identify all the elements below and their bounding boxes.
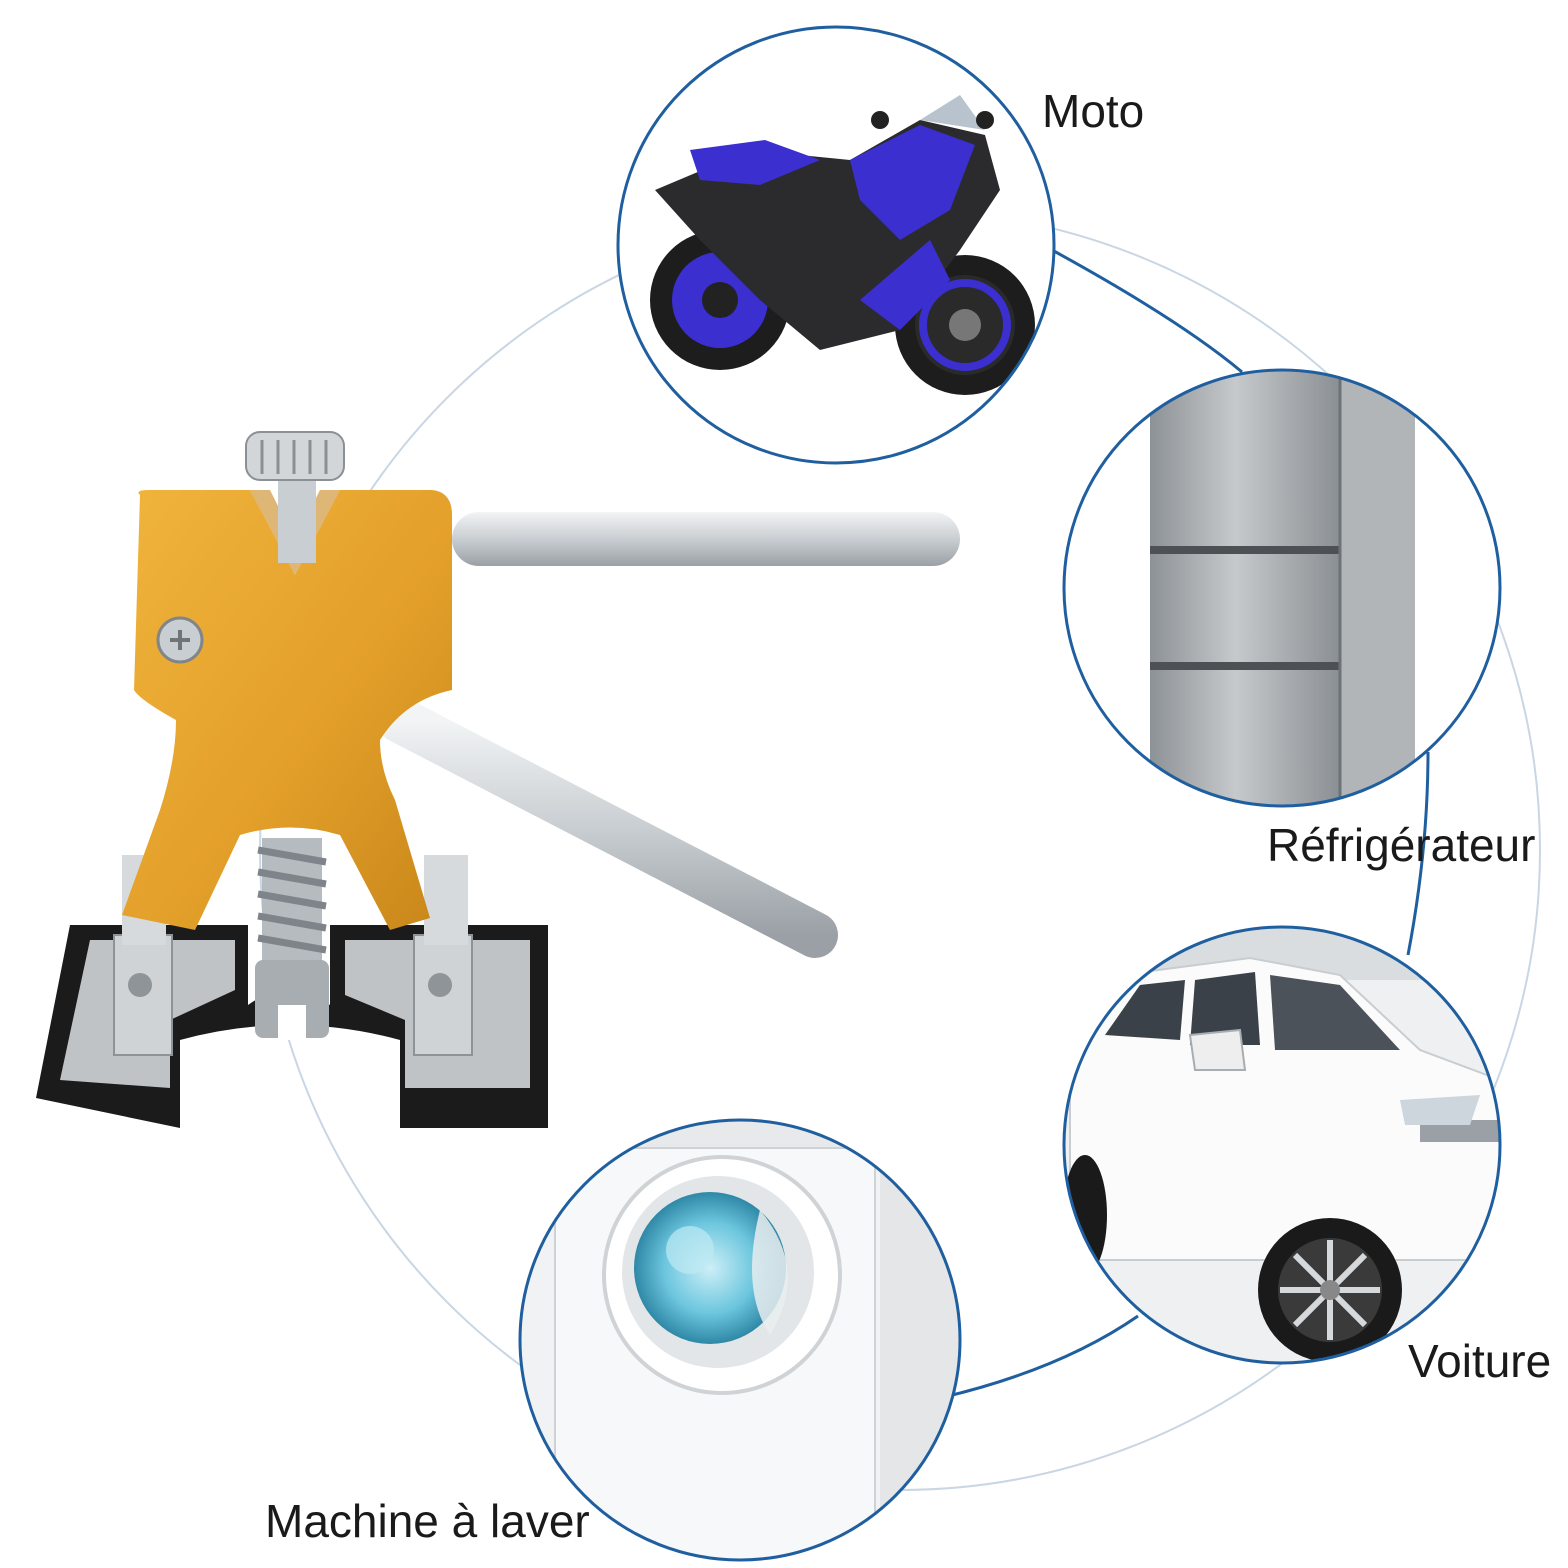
moto-circle — [616, 25, 1056, 465]
connector-line — [1406, 751, 1430, 956]
label-refrigerator: Réfrigérateur — [1267, 819, 1536, 871]
connector-line — [1051, 248, 1243, 374]
label-washing-machine: Machine à laver — [265, 1495, 590, 1547]
label-car: Voiture — [1408, 1335, 1552, 1387]
connector-line — [939, 1314, 1139, 1400]
car-icon — [1064, 927, 1500, 1363]
label-moto: Moto — [1042, 85, 1145, 137]
dent-puller-icon — [36, 431, 960, 1128]
car-circle — [1062, 925, 1502, 1365]
refrigerator-circle — [1062, 368, 1502, 808]
refrigerator-icon — [1064, 370, 1500, 806]
motorcycle-icon — [618, 27, 1054, 463]
